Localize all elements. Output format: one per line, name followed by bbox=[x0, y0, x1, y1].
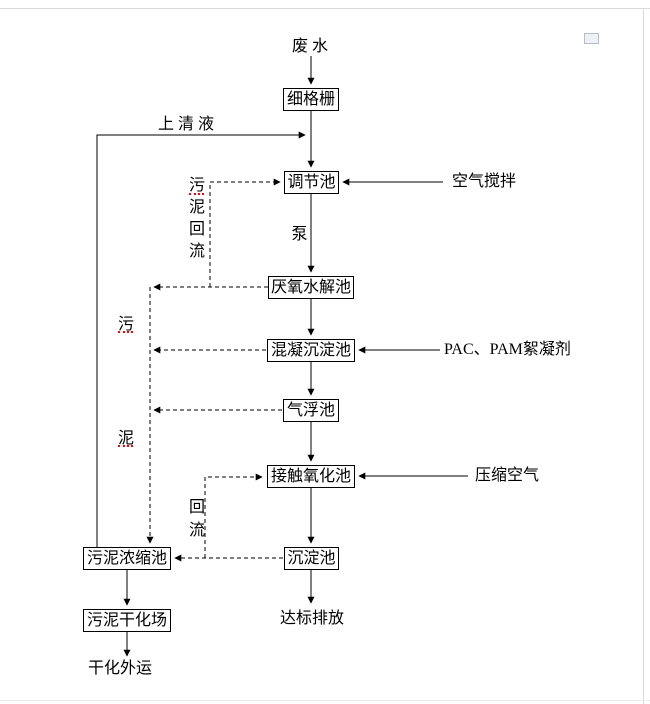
node-fine-screen: 细格栅 bbox=[283, 88, 339, 111]
compressed-air-label: 压缩空气 bbox=[474, 467, 539, 484]
pump-label: 泵 bbox=[291, 226, 308, 243]
node-regulating-tank: 调节池 bbox=[284, 171, 339, 194]
sludge-reflux-vertical-label: 污 泥 回 流 bbox=[188, 177, 205, 260]
node-coagulation-sedimentation-tank: 混凝沉淀池 bbox=[267, 339, 355, 362]
page-top-edge bbox=[0, 8, 650, 9]
connector-reflux-contactox bbox=[204, 473, 263, 558]
node-contact-oxidation-tank: 接触氧化池 bbox=[267, 465, 355, 488]
node-sedimentation-tank: 沉淀池 bbox=[284, 547, 339, 570]
node-sludge-drying-field: 污泥干化场 bbox=[83, 609, 171, 632]
reflux-vertical-label: 回 流 bbox=[188, 499, 205, 539]
connector-sludge-reflux-regulating bbox=[209, 178, 281, 287]
standard-discharge-label: 达标排放 bbox=[279, 610, 344, 627]
node-air-flotation-tank: 气浮池 bbox=[283, 399, 339, 422]
sludge-char-bottom-label: 泥 bbox=[117, 430, 134, 447]
spellcheck-mark bbox=[189, 193, 204, 195]
page-bottom-edge bbox=[0, 700, 650, 701]
page-right-edge bbox=[643, 8, 644, 704]
wastewater-label: 废 水 bbox=[291, 38, 328, 55]
page-artifact-icon bbox=[584, 33, 599, 44]
spellcheck-mark bbox=[118, 331, 133, 333]
node-anaerobic-hydrolysis-tank: 厌氧水解池 bbox=[268, 276, 354, 299]
supernatant-label: 上 清 液 bbox=[157, 116, 214, 133]
node-sludge-thickening-tank: 污泥浓缩池 bbox=[83, 547, 171, 570]
transport-out-label: 干化外运 bbox=[87, 660, 152, 677]
sludge-char-top-label: 污 bbox=[117, 316, 134, 333]
spellcheck-mark bbox=[118, 445, 133, 447]
connector-supernatant-return bbox=[96, 131, 306, 547]
flocculant-label: PAC、PAM絮凝剂 bbox=[444, 341, 571, 358]
air-agitation-label: 空气搅拌 bbox=[451, 173, 516, 190]
